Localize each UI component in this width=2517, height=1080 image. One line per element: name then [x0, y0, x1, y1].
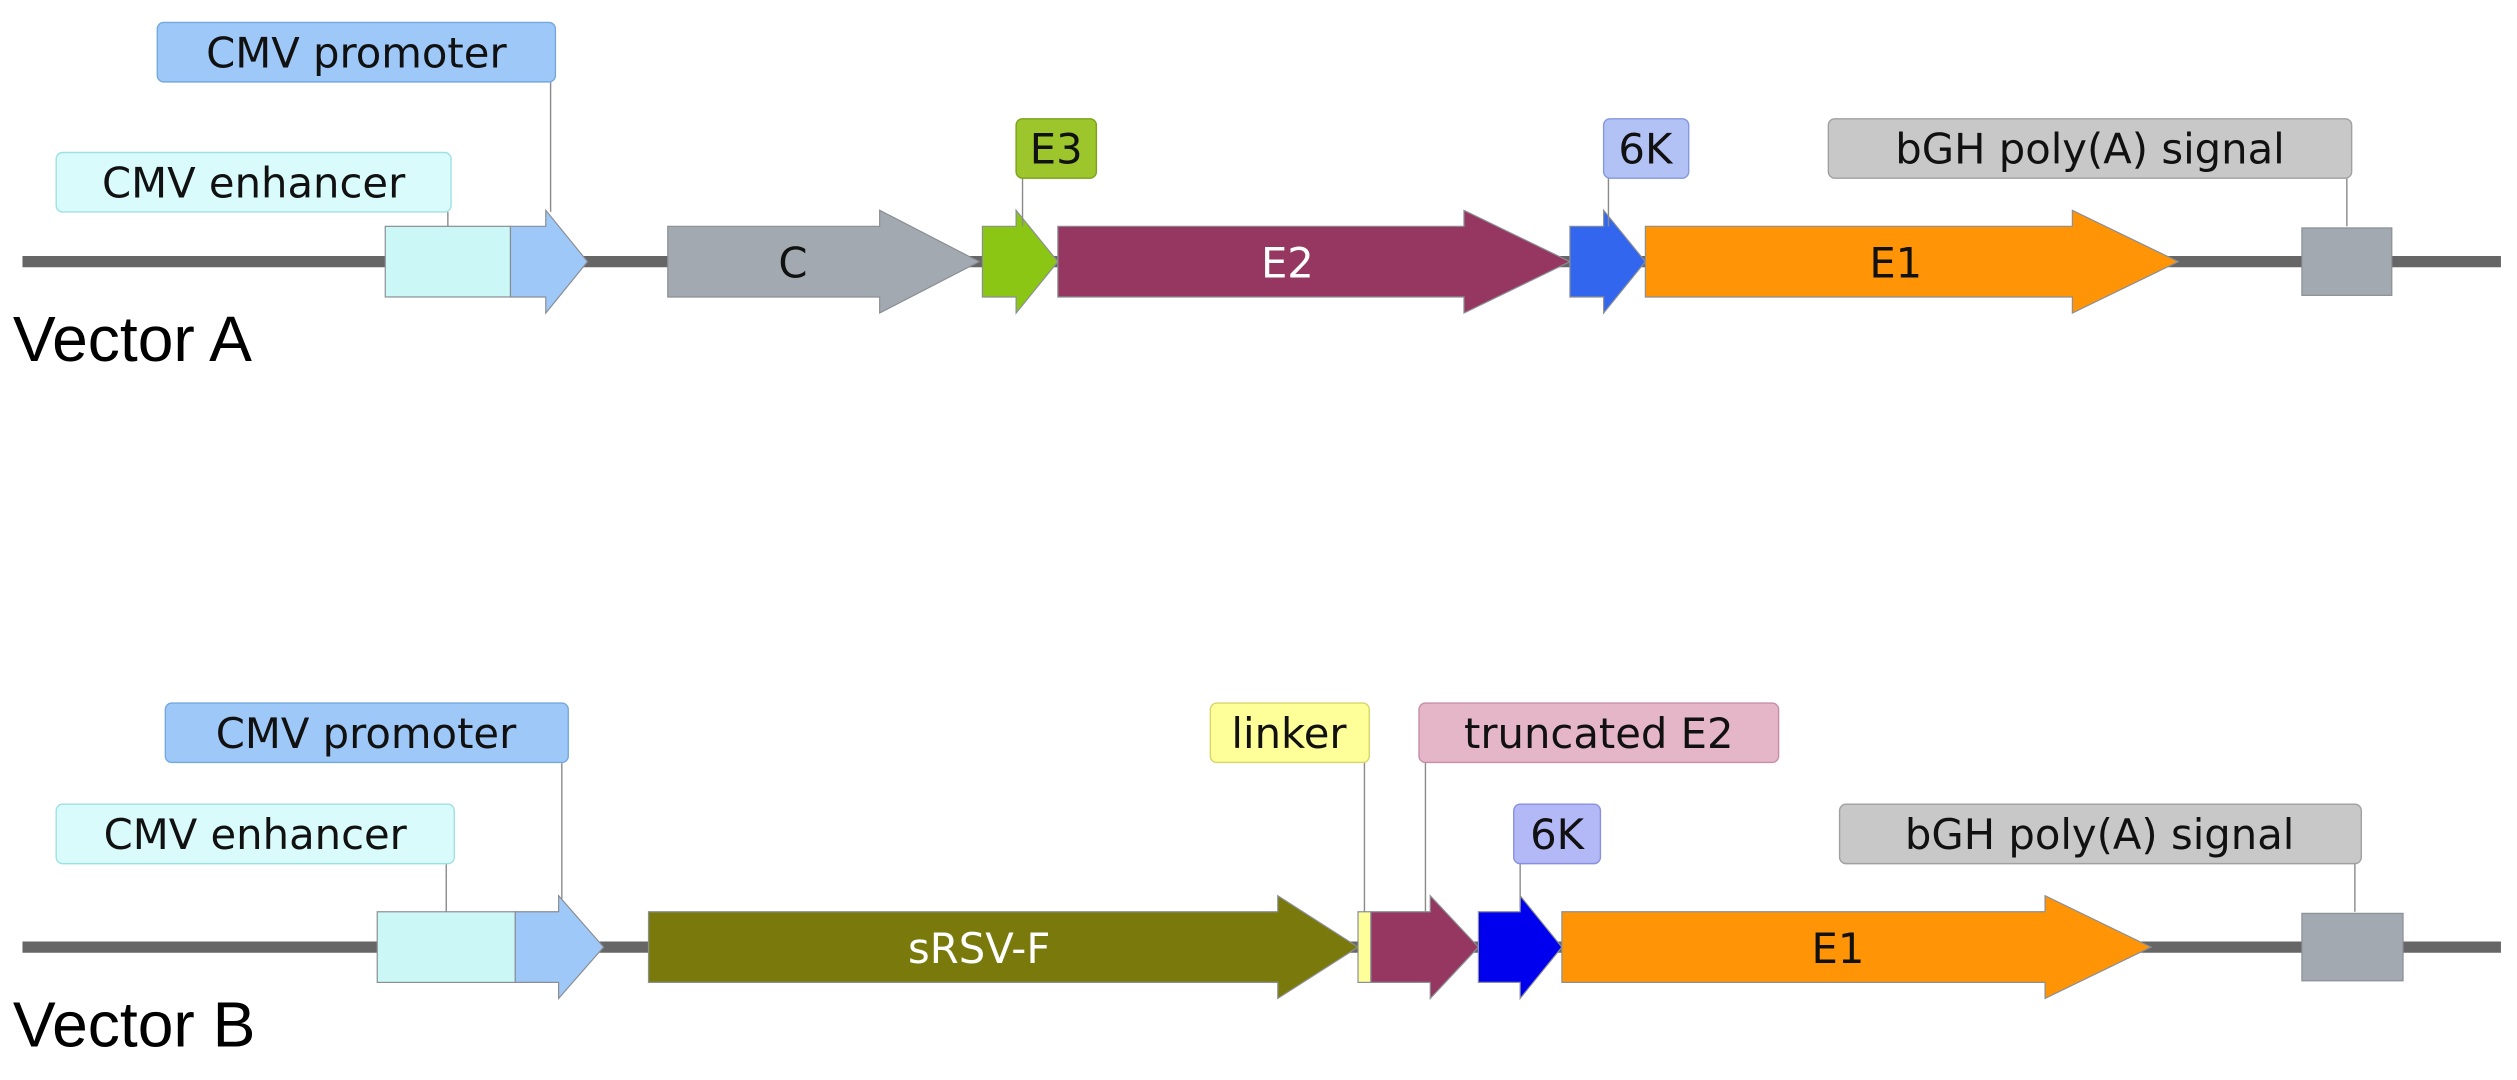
- callout-e3-label: E3: [1030, 125, 1083, 174]
- feature-te2-arrow: [1370, 894, 1480, 1000]
- feature-k6: [1477, 894, 1563, 1001]
- callout-bgh: bGH poly(A) signal: [1827, 118, 2353, 227]
- callout-bgh-label: bGH poly(A) signal: [1895, 125, 2284, 174]
- callout-enh-box: [55, 151, 452, 213]
- feature-k6: [1569, 208, 1647, 315]
- feature-e2-arrow: [1057, 209, 1572, 314]
- callout-prom-box: [156, 21, 557, 83]
- feature-te2: [1370, 894, 1480, 1000]
- callout-prom-label: CMV promoter: [206, 28, 507, 77]
- callout-prom-box: [164, 702, 569, 764]
- feature-c-name: C: [778, 239, 807, 288]
- callout-linker-label: linker: [1231, 709, 1347, 758]
- callout-enh: CMV enhancer: [55, 803, 455, 912]
- feature-e1: E1: [1561, 894, 2153, 1000]
- callout-k6-label: 6K: [1530, 810, 1586, 859]
- vector-b-title: Vector B: [13, 989, 256, 1061]
- callout-te2-box: [1418, 702, 1780, 764]
- feature-e1-name: E1: [1869, 239, 1922, 288]
- callout-prom: CMV promoter: [156, 21, 557, 212]
- callout-e3-box: [1015, 118, 1098, 179]
- feature-c: C: [667, 209, 981, 315]
- feature-srsv: sRSV-F: [647, 894, 1360, 1000]
- callout-enh: CMV enhancer: [55, 151, 452, 227]
- callout-k6-box: [1602, 118, 1690, 179]
- callout-k6: 6K: [1513, 803, 1602, 907]
- feature-e1-name: E1: [1812, 924, 1865, 973]
- feature-e1-arrow: [1561, 894, 2153, 1000]
- callout-k6-box: [1513, 803, 1602, 865]
- feature-e3: [981, 208, 1059, 315]
- feature-e3-arrow: [981, 208, 1059, 315]
- feature-bgh-box: [2301, 227, 2393, 296]
- feature-srsv-arrow: [647, 894, 1360, 1000]
- feature-e1-arrow: [1644, 209, 2180, 314]
- feature-linker: [1357, 911, 1372, 984]
- feature-enh-box: [384, 225, 512, 298]
- callout-bgh-label: bGH poly(A) signal: [1905, 810, 2294, 859]
- vector-b-map: sRSV-F E1 CMV enhancer CMV promoter linker tr…: [13, 702, 2501, 1061]
- feature-k6-arrow: [1569, 208, 1647, 315]
- callout-prom-label: CMV promoter: [216, 709, 517, 758]
- callout-linker-box: [1209, 702, 1370, 764]
- feature-k6-arrow: [1477, 894, 1563, 1001]
- feature-e2: E2: [1057, 209, 1572, 314]
- callout-bgh: bGH poly(A) signal: [1838, 803, 2362, 912]
- callout-bgh-box: [1827, 118, 2353, 179]
- feature-prom-arrow: [509, 208, 589, 315]
- callout-te2: truncated E2: [1418, 702, 1780, 912]
- feature-prom: [509, 208, 589, 315]
- callout-k6-label: 6K: [1618, 125, 1674, 174]
- feature-enh: [384, 225, 512, 298]
- callout-linker: linker: [1209, 702, 1370, 912]
- feature-c-arrow: [667, 209, 981, 315]
- callout-bgh-box: [1838, 803, 2362, 865]
- vector-a-title: Vector A: [13, 303, 252, 375]
- callout-enh-label: CMV enhancer: [102, 158, 406, 207]
- feature-linker-box: [1357, 911, 1372, 984]
- feature-prom: [514, 894, 605, 1001]
- callout-te2-label: truncated E2: [1464, 709, 1734, 758]
- feature-bgh: [2301, 227, 2393, 296]
- feature-e1: E1: [1644, 209, 2180, 314]
- feature-e2-name: E2: [1261, 239, 1314, 288]
- callout-k6: 6K: [1602, 118, 1690, 227]
- feature-enh-box: [376, 911, 516, 984]
- callout-prom: CMV promoter: [164, 702, 569, 899]
- feature-bgh: [2301, 912, 2404, 982]
- feature-prom-arrow: [514, 894, 605, 1001]
- callout-enh-label: CMV enhancer: [104, 810, 408, 859]
- callout-enh-box: [55, 803, 455, 865]
- feature-bgh-box: [2301, 912, 2404, 982]
- feature-enh: [376, 911, 516, 984]
- feature-srsv-name: sRSV-F: [908, 924, 1050, 973]
- callout-e3: E3: [1015, 118, 1098, 227]
